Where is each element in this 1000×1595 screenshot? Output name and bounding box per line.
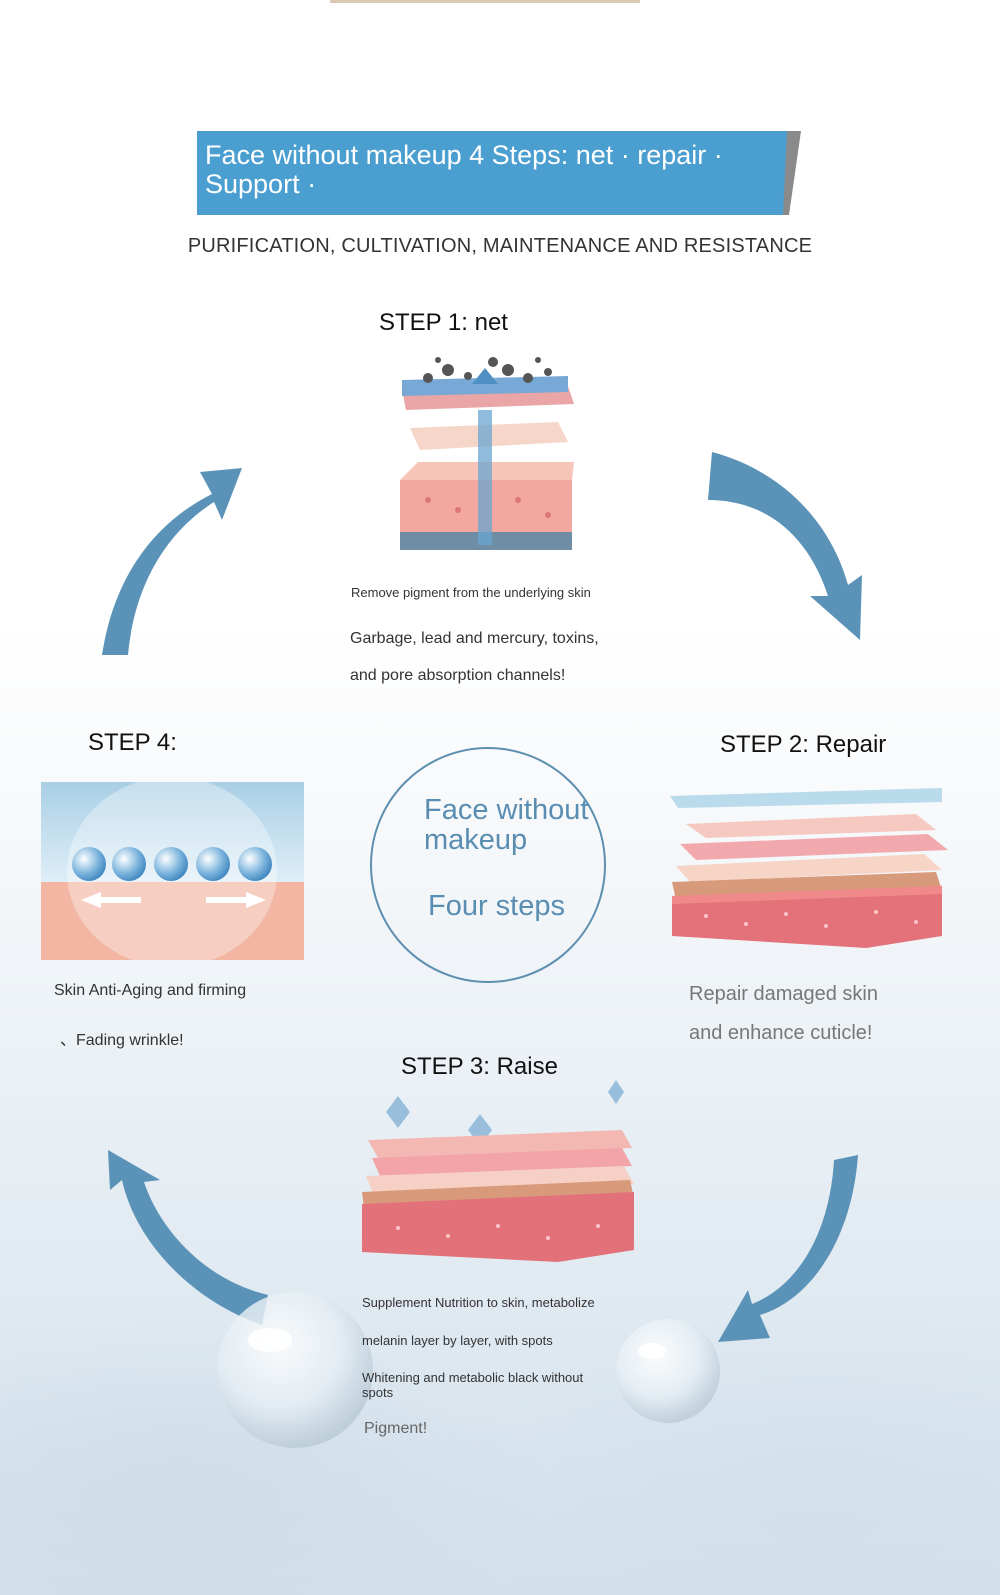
center-line2: makeup — [424, 824, 528, 856]
step3-title: STEP 3: Raise — [401, 1053, 558, 1080]
step2-title: STEP 2: Repair — [720, 731, 887, 758]
step4-line2: 、Fading wrinkle! — [60, 1032, 184, 1049]
arrow-top-left — [102, 468, 242, 655]
title-banner: Face without makeup 4 Steps: net · repai… — [197, 131, 801, 215]
step3-line1: Supplement Nutrition to skin, metabolize — [362, 1295, 595, 1310]
step4-title: STEP 4: — [88, 729, 177, 756]
top-divider — [330, 0, 640, 3]
step1-caption: Remove pigment from the underlying skin — [351, 585, 591, 600]
banner-title: Face without makeup 4 Steps: net · repai… — [205, 140, 723, 199]
arrow-bottom-left — [108, 1150, 268, 1325]
step1-title: STEP 1: net — [379, 309, 508, 336]
water-droplet-left — [217, 1292, 373, 1448]
step1-line2: and pore absorption channels! — [350, 667, 566, 684]
step2-line2: and enhance cuticle! — [689, 1022, 873, 1044]
step3-skin-raise-illustration — [362, 1080, 634, 1262]
water-droplet-right — [616, 1319, 720, 1423]
step4-anti-aging-illustration — [41, 782, 304, 960]
arrow-top-right — [708, 452, 862, 640]
step1-line1: Garbage, lead and mercury, toxins, — [350, 630, 599, 647]
step2-skin-repair-illustration — [670, 788, 948, 948]
step1-skin-cleansing-illustration — [400, 357, 574, 550]
center-line3: Four steps — [428, 890, 565, 922]
arrow-bottom-right — [718, 1155, 858, 1342]
step3-line2: melanin layer by layer, with spots — [362, 1333, 553, 1348]
subtitle: PURIFICATION, CULTIVATION, MAINTENANCE A… — [187, 235, 813, 257]
center-circle — [370, 747, 606, 983]
center-line1: Face without — [424, 794, 589, 826]
step2-line1: Repair damaged skin — [689, 983, 878, 1005]
step3-line4: Pigment! — [364, 1420, 428, 1437]
step4-line1: Skin Anti-Aging and firming — [54, 982, 247, 999]
step3-line3: Whitening and metabolic black without sp… — [362, 1370, 584, 1400]
